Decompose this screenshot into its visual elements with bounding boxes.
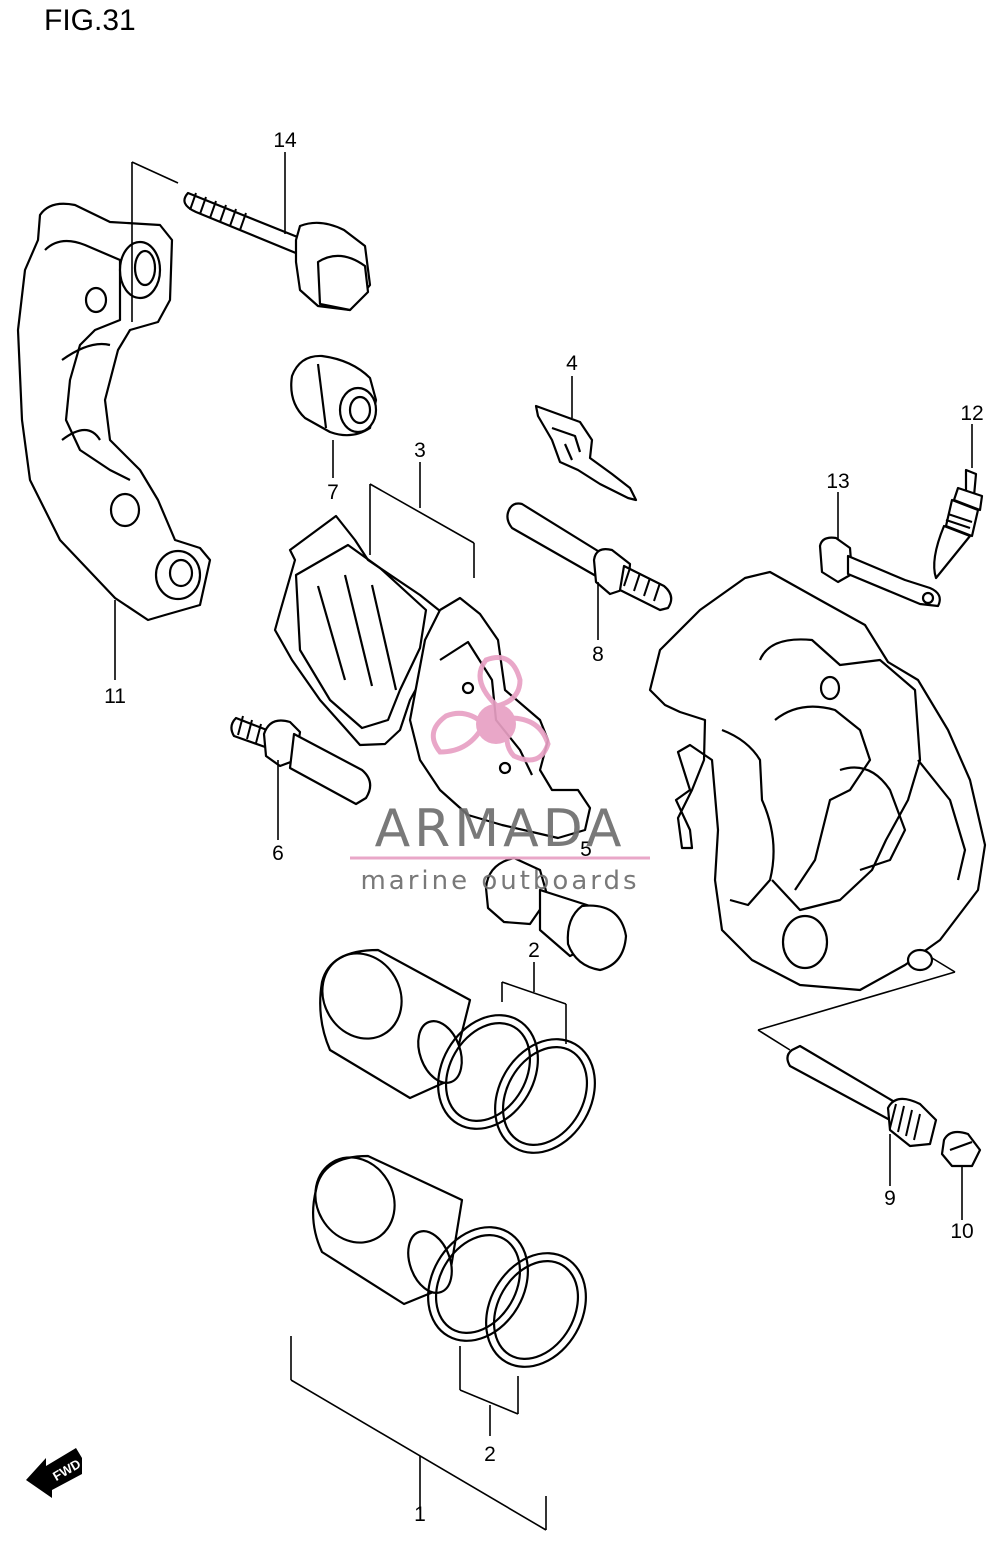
callout-1: 1 [414, 1503, 426, 1526]
callout-11: 11 [104, 685, 126, 708]
part-12-bleeder-valve [933, 468, 984, 580]
callout-7: 7 [327, 481, 339, 504]
callout-8: 8 [592, 643, 604, 666]
caliper-body [648, 570, 987, 1051]
part-6-slide-pin [230, 715, 372, 806]
callout-3: 3 [414, 439, 426, 462]
callout-5: 5 [580, 838, 592, 861]
part-4-pad-spring [534, 404, 638, 502]
callout-12: 12 [960, 402, 983, 425]
part-8-slide-pin [506, 502, 673, 612]
arrow-left-icon [26, 1448, 82, 1498]
callout-10: 10 [950, 1220, 973, 1243]
callout-labels: 14 4 3 12 13 7 8 11 6 5 2 9 10 2 1 [104, 129, 984, 1526]
callout-2-lower: 2 [484, 1443, 496, 1466]
callout-6: 6 [272, 842, 284, 865]
callout-9: 9 [884, 1187, 896, 1210]
part-2-seal-lower-a [427, 1226, 529, 1342]
part-9-slide-bolt [786, 1044, 938, 1148]
callout-14: 14 [273, 129, 297, 152]
assembly-brackets [290, 962, 567, 1531]
part-7-boot [290, 354, 378, 437]
callout-4: 4 [566, 352, 578, 375]
part-1-piston-lower [312, 1154, 464, 1306]
part-2-seal-upper-a [437, 1014, 539, 1130]
watermark-brand: ARMADA [375, 799, 626, 859]
callout-2-upper: 2 [528, 939, 540, 962]
callout-13: 13 [826, 470, 849, 493]
watermark: ARMADA marine outboards [350, 655, 650, 896]
part-5-slide-pin [484, 856, 628, 972]
part-2-seal-upper-b [494, 1038, 596, 1154]
part-10-cap-plug [940, 1130, 982, 1168]
watermark-tagline: marine outboards [360, 866, 639, 896]
part-11-caliper-bracket [16, 161, 212, 622]
part-2-seal-lower-b [485, 1252, 587, 1368]
part-14-bolt [183, 191, 372, 312]
figure-title: FIG.31 [44, 4, 136, 37]
leader-lines [114, 152, 973, 1220]
part-1-piston-upper [319, 948, 472, 1100]
part-13-bleeder-cap [818, 536, 941, 608]
fwd-direction-badge: FWD [26, 1448, 83, 1498]
